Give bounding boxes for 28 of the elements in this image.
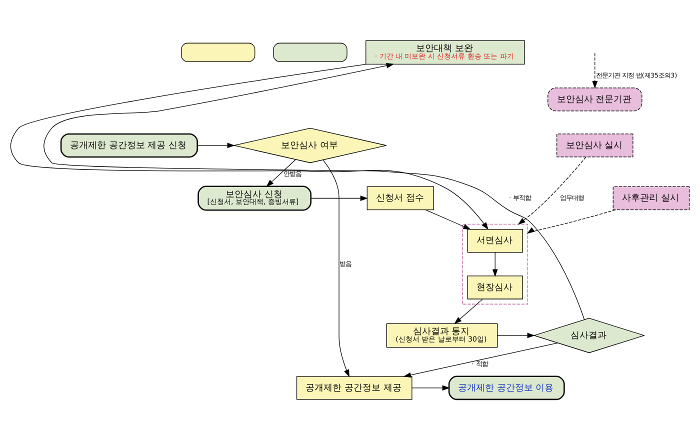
arrow	[497, 332, 535, 338]
node-box: 현장심사	[467, 276, 523, 300]
node-diamond: 보안심사 여부	[234, 128, 387, 164]
arrow	[425, 210, 471, 230]
arrow	[518, 156, 586, 225]
node-box: 사후관리 실시	[612, 186, 690, 210]
arrow	[266, 159, 296, 187]
arrow	[454, 298, 483, 324]
arrow	[44, 63, 585, 320]
arrow	[322, 160, 350, 378]
node-box: 공개제한 공간정보 이용	[448, 376, 565, 400]
arrow	[197, 142, 235, 148]
arrow	[526, 209, 616, 234]
arrow	[412, 385, 450, 391]
node-box: 공개제한 공간정보 제공	[296, 376, 412, 400]
node-box: 신청서 접수	[366, 186, 434, 210]
arrow	[492, 252, 498, 277]
arrow	[403, 342, 558, 378]
arrow	[10, 64, 488, 230]
node-diamond: 심사결과	[533, 318, 646, 354]
node-box: 보안심사 실시	[556, 134, 634, 158]
arrow	[592, 52, 598, 89]
node-box	[273, 42, 348, 62]
node-box: 보안심사 전문기관	[548, 88, 642, 112]
node-box	[181, 42, 256, 62]
node-box: 서면심사	[467, 228, 523, 253]
node-box: 공개제한 공간정보 제공 신청	[60, 133, 198, 158]
arrow	[310, 196, 368, 201]
